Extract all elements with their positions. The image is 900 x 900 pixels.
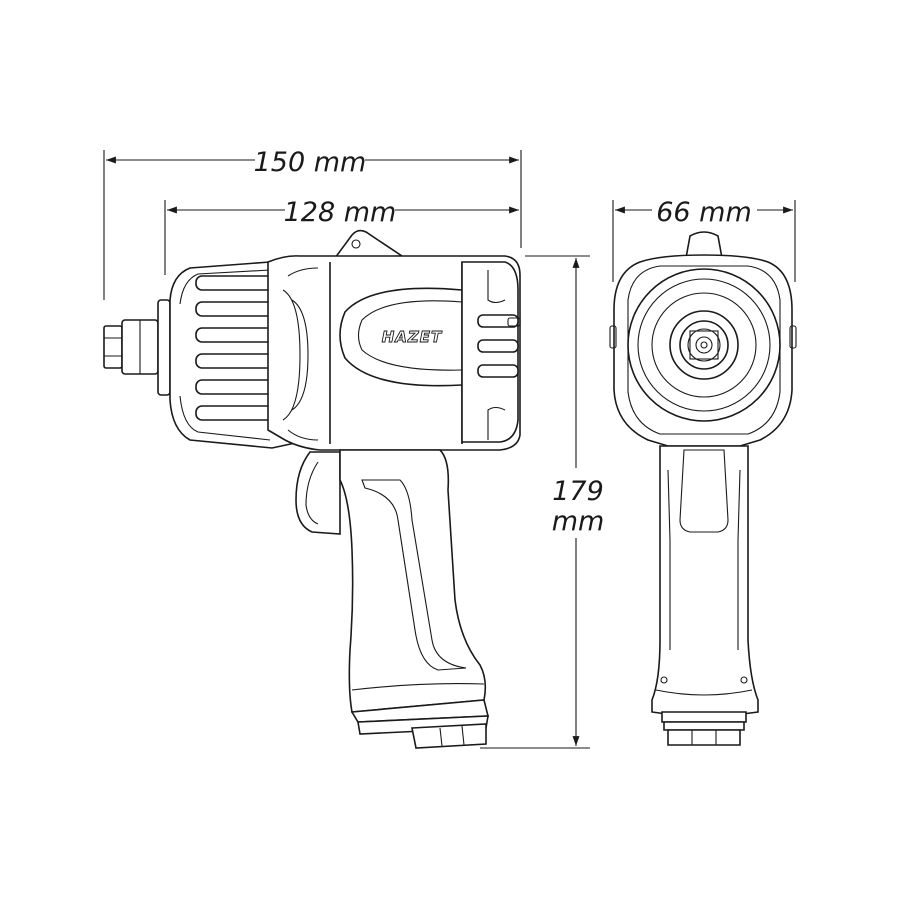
handle: [339, 449, 487, 713]
front-anvil-rings: [627, 268, 781, 422]
body-length-label: 128 mm: [284, 197, 397, 228]
air-inlet-base: [350, 699, 490, 749]
width-label: 66 mm: [656, 197, 752, 228]
height-value-label: 179: [552, 476, 604, 507]
front-head: [609, 254, 797, 447]
dimension-body-length: 128 mm: [164, 197, 519, 275]
rear-cap: [461, 261, 521, 443]
logo-badge: HAZET: [339, 287, 463, 387]
front-view: [609, 231, 797, 746]
hazet-logo-text: HAZET: [382, 328, 443, 346]
front-handle: [651, 445, 759, 717]
square-drive-anvil: [103, 299, 171, 396]
dimension-height: 179 mm: [480, 255, 605, 749]
dimension-width: 66 mm: [612, 197, 796, 282]
front-base: [661, 711, 747, 746]
front-hanger: [685, 231, 723, 259]
side-view: HAZET: [103, 229, 521, 749]
dimension-overall-length: 150 mm: [103, 147, 522, 300]
overall-length-label: 150 mm: [254, 147, 367, 178]
trigger: [295, 451, 341, 535]
hanger-loop: [333, 229, 405, 259]
height-unit-label: mm: [552, 506, 605, 537]
